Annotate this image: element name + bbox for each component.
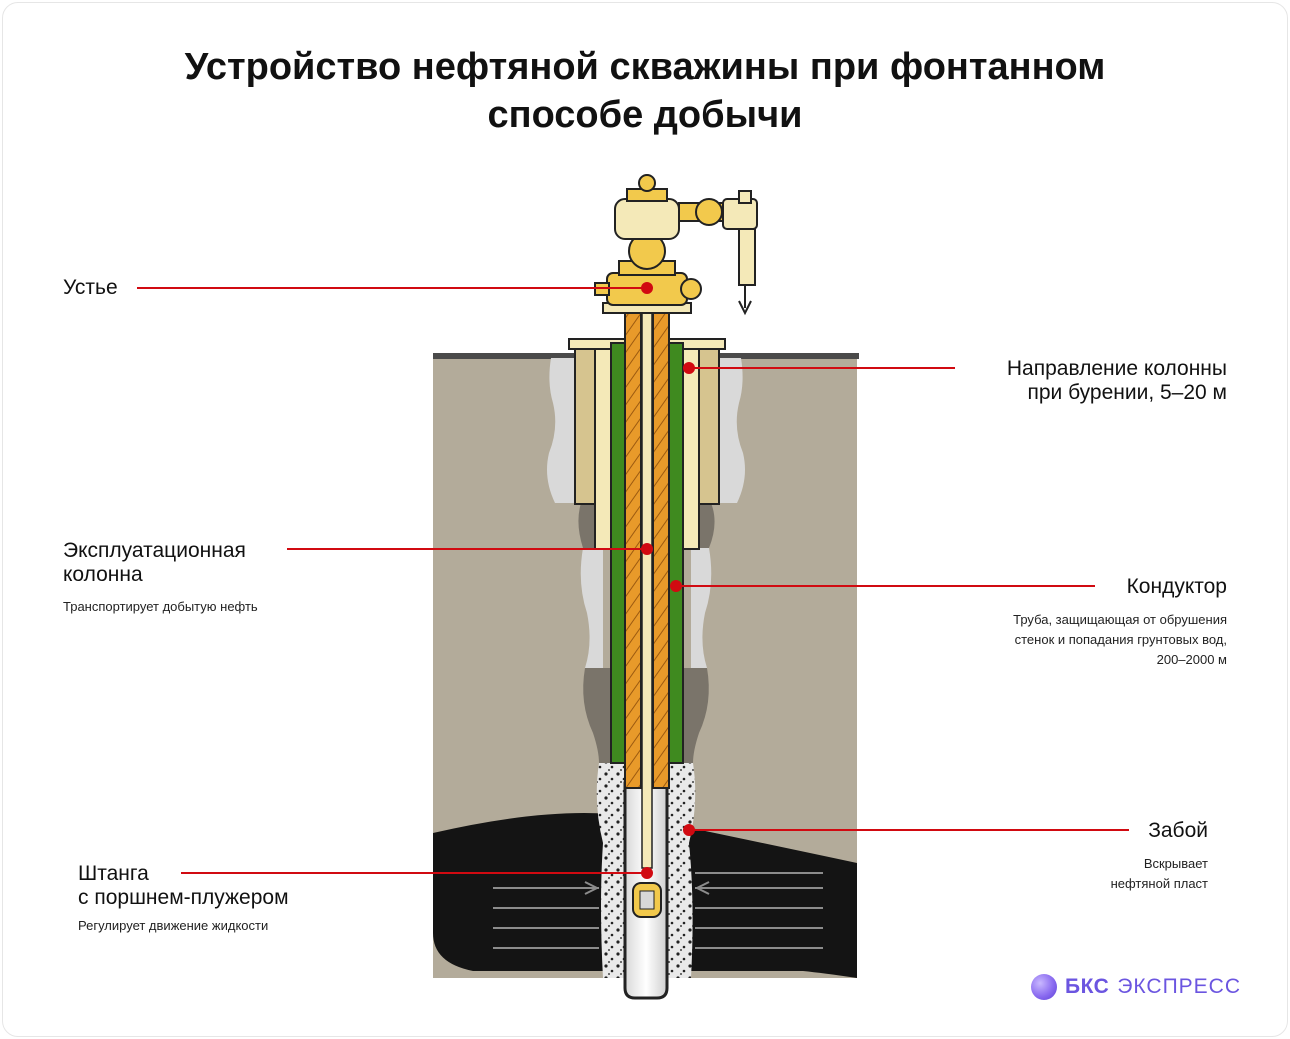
caption-conductor-line-1: Труба, защищающая от обрушения xyxy=(1013,612,1227,627)
label-rod-line-2: с поршнем-плужером xyxy=(78,886,289,909)
bks-logo-mark-icon xyxy=(1031,974,1057,1000)
label-direction-line-2: при бурении, 5–20 м xyxy=(1027,381,1227,404)
label-rod-line-1: Штанга xyxy=(78,862,149,885)
caption-zaboy-line-1: Вскрывает xyxy=(1143,856,1208,871)
page-title: Устройство нефтяной скважины при фонтанн… xyxy=(3,43,1287,139)
label-rod: Штанга с поршнем-плужером xyxy=(78,862,289,910)
label-production-string-line-1: Эксплуатационная xyxy=(63,539,246,562)
plunger xyxy=(632,882,662,918)
caption-zaboy: Вскрывает нефтяной пласт xyxy=(1003,854,1208,894)
label-conductor: Кондуктор xyxy=(1126,575,1227,598)
bks-logo: БКС ЭКСПРЕСС xyxy=(1031,972,1241,1002)
label-direction: Направление колонны при бурении, 5–20 м xyxy=(903,357,1227,405)
logo-text-thin: ЭКСПРЕСС xyxy=(1117,975,1242,998)
caption-conductor: Труба, защищающая от обрушения стенок и … xyxy=(903,610,1227,670)
caption-conductor-line-3: 200–2000 м xyxy=(1156,652,1227,667)
label-direction-line-1: Направление колонны xyxy=(1006,357,1227,380)
label-zaboy: Забой xyxy=(1148,819,1208,842)
wellhead xyxy=(594,174,758,316)
logo-text-bold: БКС xyxy=(1065,975,1110,998)
label-ustye: Устье xyxy=(63,276,118,299)
caption-rod: Регулирует движение жидкости xyxy=(78,918,269,933)
title-line-1: Устройство нефтяной скважины при фонтанн… xyxy=(184,46,1106,88)
caption-conductor-line-2: стенок и попадания грунтовых вод, xyxy=(1014,632,1227,647)
caption-zaboy-line-2: нефтяной пласт xyxy=(1110,876,1208,891)
caption-production-string: Транспортирует добытую нефть xyxy=(63,599,258,614)
label-production-string: Эксплуатационная колонна xyxy=(63,539,246,587)
well-diagram xyxy=(137,174,1129,1000)
label-production-string-line-2: колонна xyxy=(63,563,143,586)
leader-lines xyxy=(137,282,1129,879)
title-line-2: способе добычи xyxy=(487,94,803,136)
